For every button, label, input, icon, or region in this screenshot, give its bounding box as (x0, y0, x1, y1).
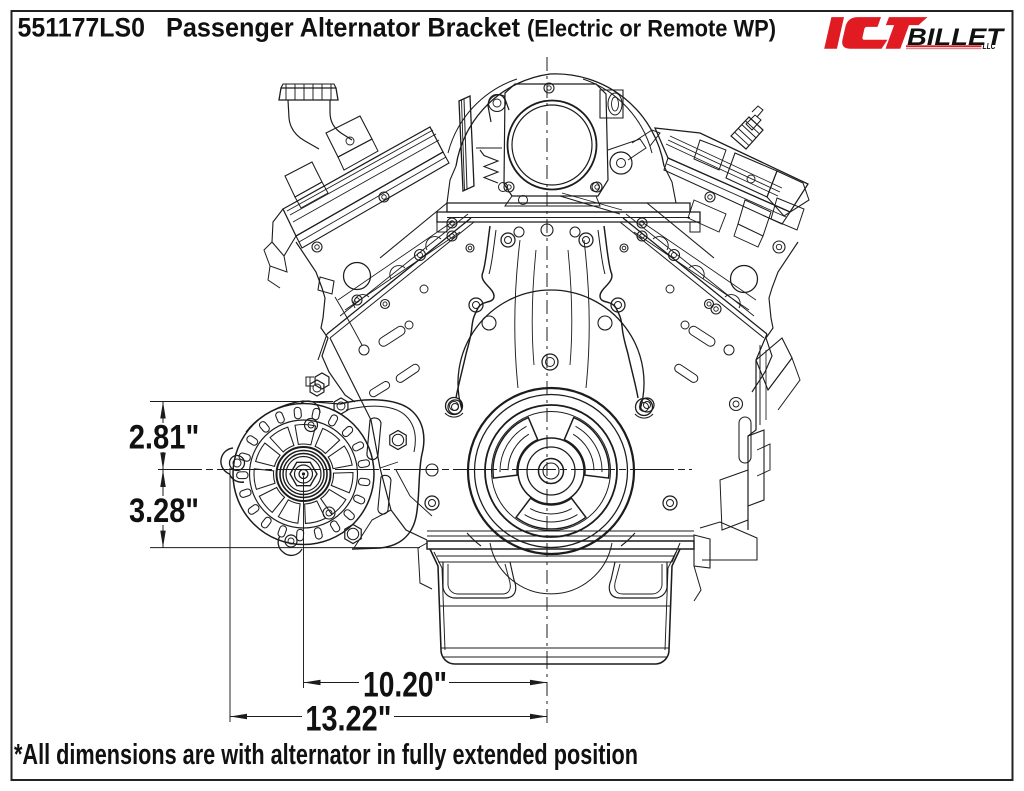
svg-text:3.28": 3.28" (129, 492, 199, 530)
svg-text:(Electric or Remote WP): (Electric or Remote WP) (527, 16, 776, 43)
svg-text:551177LS0: 551177LS0 (18, 13, 146, 43)
svg-text:2.81": 2.81" (129, 419, 200, 457)
svg-text:Passenger Alternator Bracket: Passenger Alternator Bracket (166, 13, 520, 43)
svg-text:13.22": 13.22" (305, 700, 391, 739)
svg-text:10.20": 10.20" (363, 666, 447, 705)
svg-text:LLC: LLC (983, 41, 997, 51)
svg-text:*All dimensions are with alter: *All dimensions are with alternator in f… (14, 739, 638, 771)
